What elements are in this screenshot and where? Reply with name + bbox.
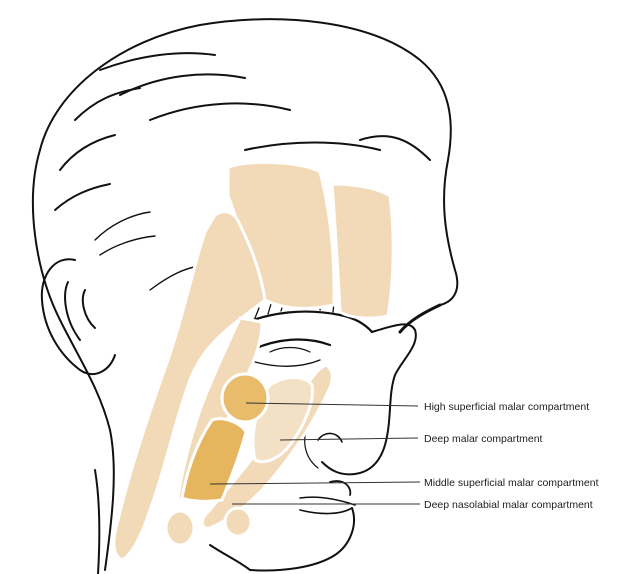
compartments [114,162,393,560]
high-superficial-malar-compartment-shape [222,374,268,422]
label-high-superficial-malar: High superficial malar compartment [424,401,589,413]
middle-forehead-compartment [332,184,393,318]
labels: High superficial malar compartment Deep … [424,401,599,511]
lower-left-compartment [166,511,194,545]
label-deep-malar: Deep malar compartment [424,433,543,445]
label-deep-nasolabial-malar: Deep nasolabial malar compartment [424,499,593,511]
label-middle-superficial-malar: Middle superficial malar compartment [424,477,599,489]
lower-right-compartment [225,508,251,536]
